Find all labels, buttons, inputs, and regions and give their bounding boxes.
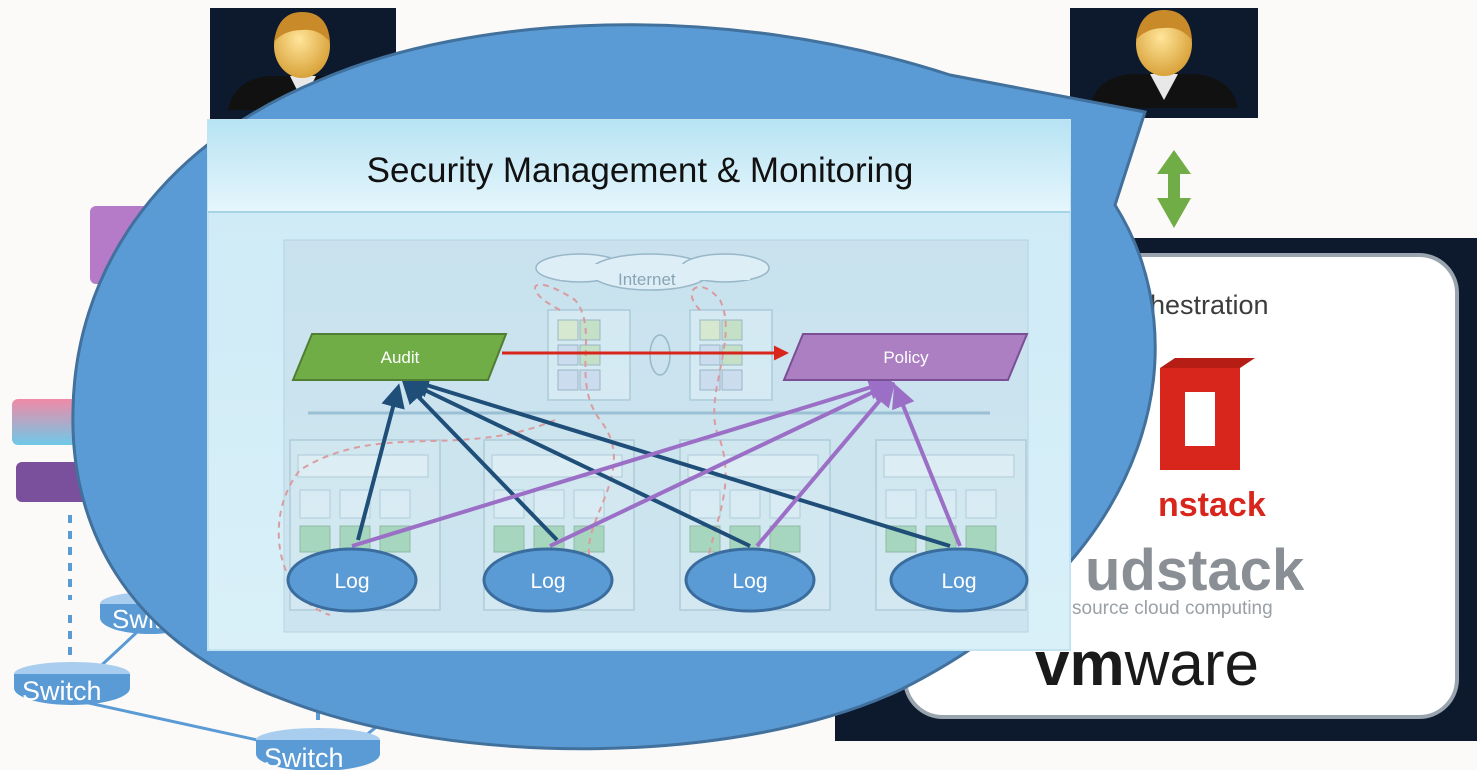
audit-label: Audit [381,348,420,367]
switch-node: Switch [256,728,380,770]
audit-box: Audit [291,333,508,381]
switch-label: Switch [22,676,102,706]
log-node: Log [286,547,418,613]
log-label: Log [941,570,976,593]
internet-cloud-icon [535,253,770,291]
switch-node: Switch [14,662,130,706]
log-label: Log [732,570,767,593]
double-arrow-icon [1157,150,1191,228]
cloudstack-text: udstack [1085,538,1305,603]
policy-box: Policy [782,333,1029,381]
policy-label: Policy [883,348,929,367]
switch-label: Switch [264,743,344,770]
log-to-policy-arrows [351,376,962,548]
log-to-audit-arrows [356,374,951,548]
internet-label: Internet [618,270,676,289]
cloudstack-tagline: source cloud computing [1072,598,1273,619]
log-node: Log [482,547,614,613]
log-label: Log [334,570,369,593]
admin-user-avatar-right [1070,8,1258,118]
openstack-text: nstack [1158,486,1266,524]
log-node: Log [889,547,1029,613]
vmware-logo: vmware [1035,630,1259,699]
orchestration-heading: hestration [1150,290,1269,320]
log-node: Log [684,547,816,613]
panel-title: Security Management & Monitoring [367,151,914,190]
openstack-logo [1160,358,1255,470]
log-label: Log [530,570,565,593]
